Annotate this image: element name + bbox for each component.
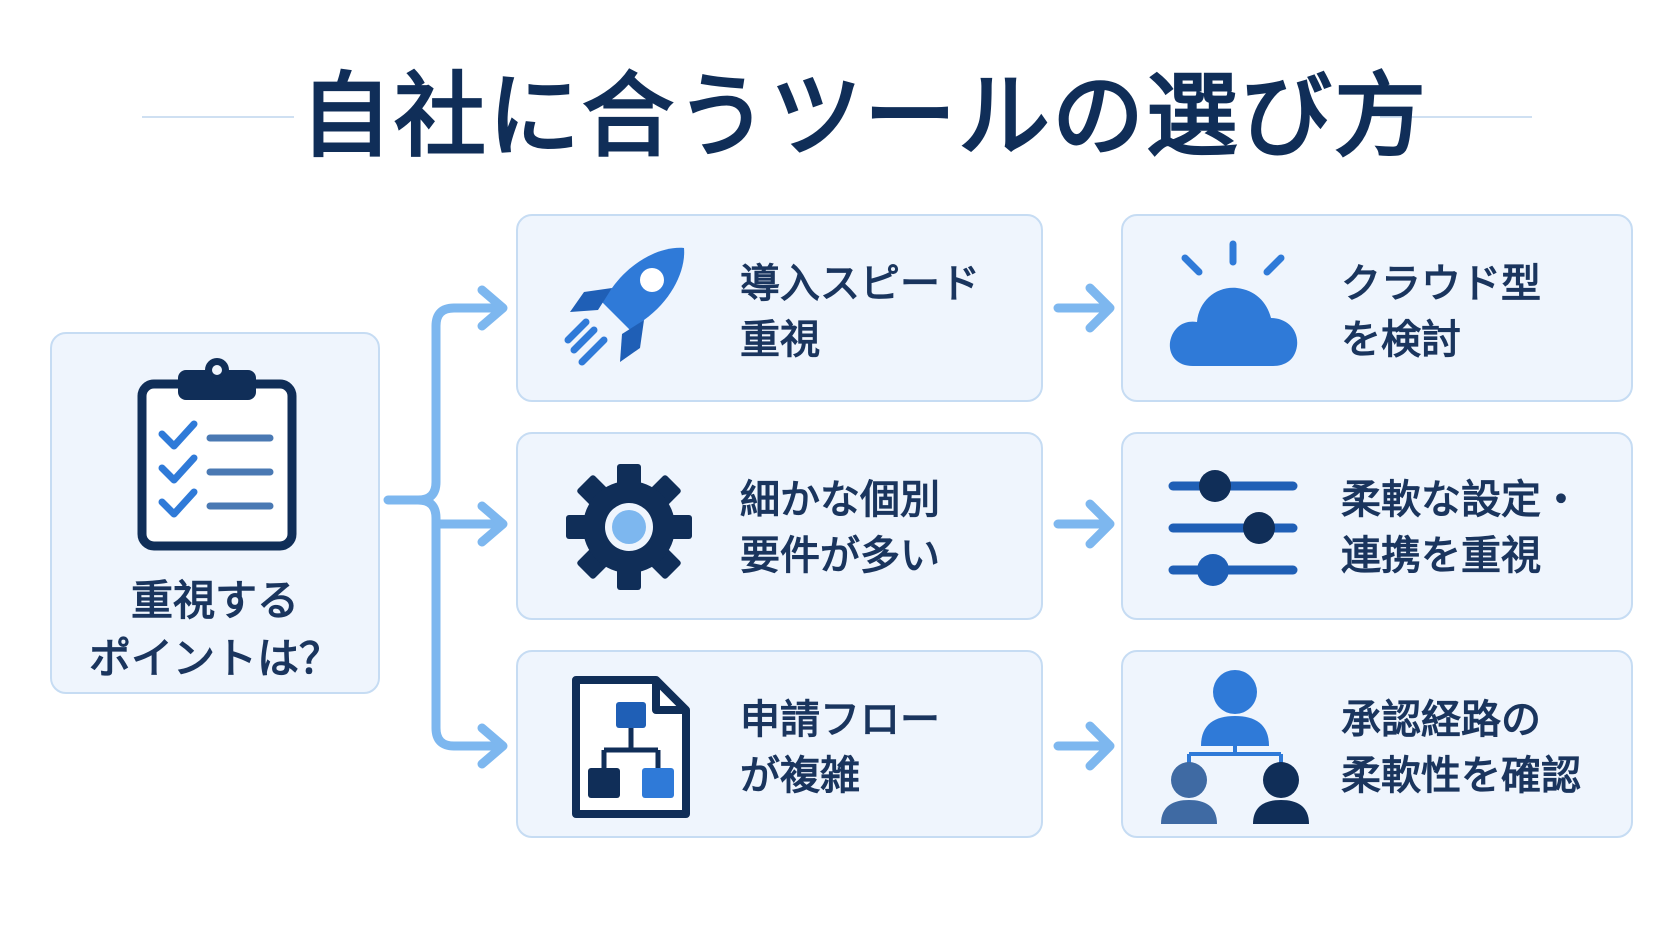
title-left-line [142, 116, 294, 118]
arrow-head-need-3 [477, 723, 508, 769]
arrow-need-to-solution-3 [1053, 721, 1115, 771]
solution-label-cloud: クラウド型 を検討 [1341, 261, 1541, 363]
rocket-icon [564, 247, 685, 366]
clipboard-checklist-icon [137, 358, 297, 551]
start-question-label: 重視する ポイントは？ [88, 576, 341, 683]
need-label-workflow: 申請フロー が複雑 [740, 697, 940, 799]
solution-card-approval-route: 承認経路の 柔軟性を確認 [1121, 650, 1633, 838]
arrow-need-to-solution-2 [1053, 499, 1115, 549]
branch-line [383, 303, 505, 505]
gear-icon [566, 464, 692, 590]
solution-card-cloud: クラウド型 を検討 [1121, 214, 1633, 402]
approval-hierarchy-icon [1161, 670, 1309, 824]
arrow-need-to-solution-1 [1053, 283, 1115, 333]
need-card-workflow: 申請フロー が複雑 [516, 650, 1043, 838]
solution-label-approval-route: 承認経路の 柔軟性を確認 [1341, 697, 1581, 799]
cloud-icon [1169, 240, 1298, 366]
need-label-requirements: 細かな個別 要件が多い [740, 477, 940, 579]
branch-line [413, 495, 505, 751]
page-title: 自社に合うツールの選び方 [300, 63, 1429, 170]
title-right-line [1380, 116, 1532, 118]
need-label-speed: 導入スピード 重視 [740, 261, 980, 363]
need-card-speed: 導入スピード 重視 [516, 214, 1043, 402]
need-card-requirements: 細かな個別 要件が多い [516, 432, 1043, 620]
flowchart-document-icon [572, 676, 690, 818]
solution-card-flexible-settings: 柔軟な設定・ 連携を重視 [1121, 432, 1633, 620]
sliders-icon [1168, 470, 1298, 586]
arrow-head-need-1 [477, 285, 508, 331]
start-question-card: 重視する ポイントは？ [50, 332, 380, 694]
solution-label-flexible-settings: 柔軟な設定・ 連携を重視 [1341, 477, 1581, 579]
arrow-head-need-2 [477, 501, 508, 547]
